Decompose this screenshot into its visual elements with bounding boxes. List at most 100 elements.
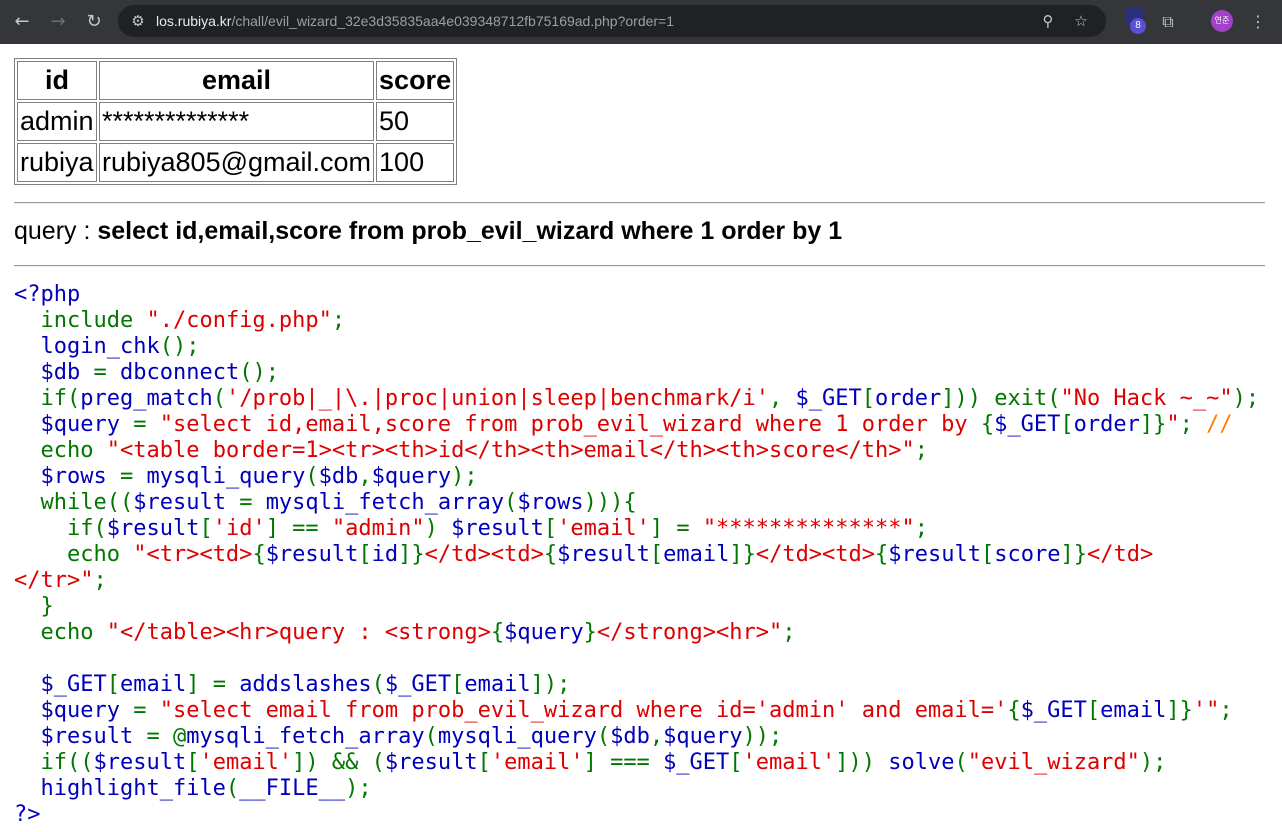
address-bar[interactable]: ⚙ los.rubiya.kr/chall/evil_wizard_32e3d3… bbox=[118, 5, 1106, 37]
code-token: $_GET bbox=[795, 386, 862, 411]
code-token: (); bbox=[159, 334, 200, 359]
code-token: $_GET bbox=[384, 672, 452, 697]
bookmark-star-icon[interactable]: ☆ bbox=[1074, 12, 1088, 30]
code-token bbox=[14, 386, 41, 411]
code-token: $query bbox=[14, 698, 134, 723]
code-token: mysqli_query bbox=[437, 724, 597, 749]
code-token: if( bbox=[40, 386, 81, 411]
extension-badge-count: 8 bbox=[1130, 18, 1146, 34]
code-token: highlight_file bbox=[14, 776, 226, 801]
menu-dots-icon[interactable]: ⋮ bbox=[1250, 12, 1266, 31]
code-token: $query bbox=[663, 724, 743, 749]
code-token: id bbox=[371, 542, 399, 567]
code-token: ))){ bbox=[583, 490, 637, 515]
code-token: [ bbox=[729, 750, 743, 775]
code-token: ( bbox=[225, 776, 240, 801]
code-line: if($result['id'] == "admin") $result['em… bbox=[14, 516, 928, 541]
forward-arrow-icon[interactable]: → bbox=[50, 11, 66, 32]
code-token: $result bbox=[14, 724, 147, 749]
code-token: order bbox=[875, 386, 942, 411]
code-token: $_GET bbox=[663, 750, 730, 775]
code-token: mysqli_query bbox=[146, 464, 306, 489]
code-token: [ bbox=[186, 750, 200, 775]
code-line: if(($result['email']) && ($result['email… bbox=[14, 750, 1167, 775]
code-line: </tr>"; bbox=[14, 568, 107, 593]
code-token: ]); bbox=[530, 672, 571, 697]
divider-bottom bbox=[14, 265, 1265, 267]
code-token: addslashes bbox=[239, 672, 372, 697]
cell-id: rubiya bbox=[17, 143, 97, 182]
code-token: "No Hack ~_~" bbox=[1060, 386, 1233, 411]
zoom-icon[interactable]: ⚲ bbox=[1042, 12, 1054, 30]
code-token: ?> bbox=[14, 802, 41, 827]
code-token: ) bbox=[424, 516, 452, 541]
code-line: <?php bbox=[14, 282, 80, 307]
code-token: $result bbox=[384, 750, 478, 775]
extensions-puzzle-icon[interactable]: ⧉ bbox=[1162, 12, 1174, 31]
code-token: } bbox=[40, 594, 54, 619]
cell-id: admin bbox=[17, 102, 97, 141]
cell-score: 50 bbox=[376, 102, 455, 141]
code-token: = @ bbox=[146, 724, 187, 749]
code-token: mysqli_fetch_array bbox=[186, 724, 425, 749]
code-token: = bbox=[133, 412, 160, 437]
code-token: $result bbox=[888, 542, 982, 567]
code-token: ; bbox=[782, 620, 796, 645]
reload-icon[interactable]: ↻ bbox=[86, 11, 102, 32]
code-token: )); bbox=[742, 724, 783, 749]
code-token bbox=[14, 594, 41, 619]
url-text[interactable]: los.rubiya.kr/chall/evil_wizard_32e3d358… bbox=[156, 5, 674, 37]
code-token: ]} bbox=[729, 542, 756, 567]
profile-avatar[interactable]: 연준 bbox=[1211, 10, 1233, 32]
code-token: (); bbox=[239, 360, 279, 385]
code-token: $query bbox=[504, 620, 584, 645]
code-token: include bbox=[40, 308, 147, 333]
code-token: [ bbox=[106, 672, 120, 697]
code-token: [ bbox=[649, 542, 664, 567]
code-token: login_chk bbox=[14, 334, 160, 359]
code-token: $result bbox=[265, 542, 359, 567]
url-path: /chall/evil_wizard_32e3d35835aa4e0393487… bbox=[231, 13, 675, 29]
code-token: , bbox=[358, 464, 372, 489]
column-header-email: email bbox=[99, 61, 375, 100]
code-token: ; bbox=[331, 308, 346, 333]
code-token: [ bbox=[451, 672, 465, 697]
code-token: $db bbox=[318, 464, 359, 489]
code-token: { bbox=[543, 542, 558, 567]
code-token: = bbox=[93, 360, 120, 385]
php-source-code: <?php include "./config.php"; login_chk(… bbox=[14, 282, 1259, 828]
results-table: id email score admin ************** 50 r… bbox=[14, 58, 458, 185]
code-token: [ bbox=[1086, 698, 1101, 723]
code-token: 'email' bbox=[199, 750, 293, 775]
code-token: order bbox=[1073, 412, 1140, 437]
code-token: $result bbox=[451, 516, 544, 541]
code-token: ])) bbox=[835, 750, 889, 775]
code-token: { bbox=[875, 542, 889, 567]
code-token: '/prob|_|\.|proc|union|sleep|benchmark/i… bbox=[225, 386, 770, 411]
code-token: { bbox=[1007, 698, 1021, 723]
code-token: = bbox=[133, 698, 160, 723]
code-token: ; bbox=[93, 568, 107, 593]
table-header-row: id email score bbox=[17, 61, 455, 100]
back-arrow-icon[interactable]: ← bbox=[14, 11, 30, 32]
code-token bbox=[14, 620, 41, 645]
code-token: ]} bbox=[1060, 542, 1088, 567]
code-token: ( bbox=[305, 464, 319, 489]
code-token: "**************" bbox=[702, 516, 915, 541]
code-token: if( bbox=[66, 516, 107, 541]
code-token: "admin" bbox=[331, 516, 425, 541]
code-token: [ bbox=[543, 516, 558, 541]
code-token: ); bbox=[345, 776, 372, 801]
code-token: $query bbox=[14, 412, 134, 437]
code-line: login_chk(); bbox=[14, 334, 199, 359]
code-token: <?php bbox=[14, 282, 81, 307]
code-token: [ bbox=[861, 386, 875, 411]
code-line: $rows = mysqli_query($db,$query); bbox=[14, 464, 478, 489]
code-token: ); bbox=[451, 464, 478, 489]
code-token: ; bbox=[914, 438, 928, 463]
code-token: $_GET bbox=[14, 672, 107, 697]
code-token: { bbox=[980, 412, 995, 437]
query-text: select id,email,score from prob_evil_wiz… bbox=[97, 217, 843, 245]
code-token: preg_match bbox=[80, 386, 213, 411]
site-info-icon[interactable]: ⚙ bbox=[131, 12, 145, 30]
